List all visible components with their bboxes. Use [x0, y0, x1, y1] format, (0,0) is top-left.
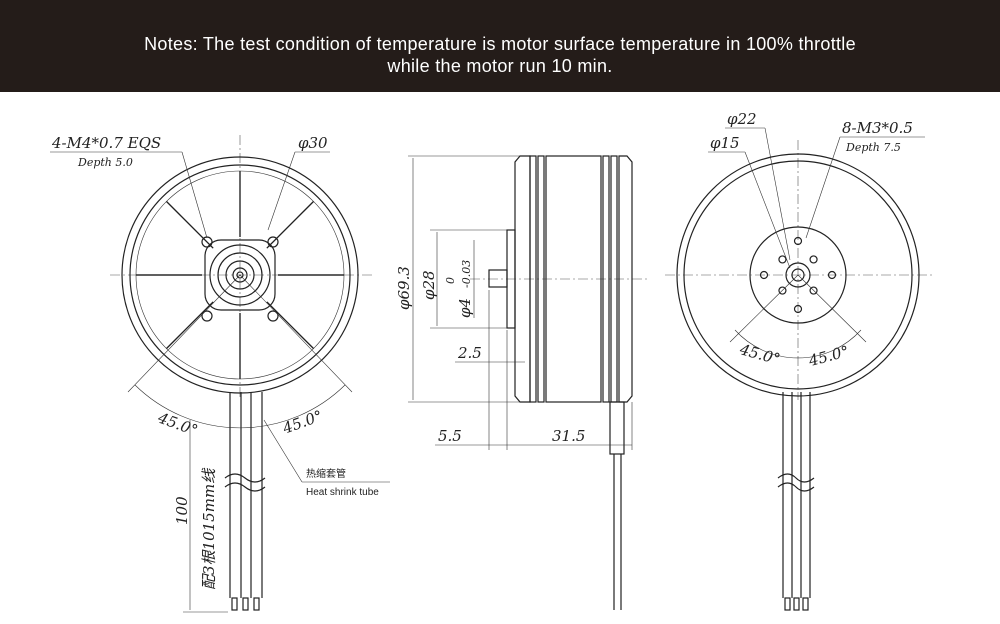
- side-view: φ69.3 φ28 φ4 0 -0.03 2.5 5.5 31.5: [395, 155, 650, 610]
- rear-mount-holes: [759, 236, 837, 314]
- m3-hole: [793, 236, 803, 246]
- rear-view: φ22 φ15 8-M3*0.5 Depth 7.5 45.0° 45.0°: [665, 110, 935, 611]
- notes-line-1: Notes: The test condition of temperature…: [144, 34, 856, 54]
- dim-2-5: 2.5: [457, 344, 482, 362]
- notes-line-2: while the motor run 10 min.: [387, 56, 613, 76]
- angle-left-rear: 45.0°: [737, 340, 782, 368]
- rotor-spokes: [136, 171, 344, 379]
- m3-hole: [778, 286, 787, 295]
- notes-banner: Notes: The test condition of temperature…: [0, 0, 1000, 92]
- lead-wires: [224, 392, 266, 611]
- spoke: [166, 301, 214, 349]
- thread-callout-rear: 8-M3*0.5: [842, 119, 913, 137]
- angle-right-front: 45.0°: [279, 407, 325, 438]
- spoke: [266, 201, 314, 249]
- wire-spec-label: 配3根1015mm线: [200, 467, 218, 590]
- m3-hole: [809, 255, 818, 264]
- thread-depth-front: Depth 5.0: [77, 156, 133, 169]
- angle-right-rear: 45.0°: [806, 342, 851, 370]
- lead-length-label: 100: [173, 496, 191, 525]
- heat-shrink-cn: 热缩套管: [306, 467, 346, 480]
- diameter-outer-label: φ69.3: [395, 266, 413, 310]
- dim-31-5: 31.5: [552, 427, 585, 445]
- diameter-30-label: φ30: [298, 134, 328, 152]
- m3-hole: [809, 286, 818, 295]
- m3-hole: [793, 304, 803, 314]
- dim-5-5: 5.5: [438, 427, 462, 445]
- m3-hole: [827, 270, 837, 280]
- diameter-15-label: φ15: [710, 134, 740, 152]
- thread-callout-front: 4-M4*0.7 EQS: [51, 134, 161, 152]
- angle-left-front: 45.0°: [155, 408, 201, 439]
- spoke: [166, 201, 214, 249]
- heat-shrink-en: Heat shrink tube: [306, 487, 379, 498]
- m3-hole: [759, 270, 769, 280]
- diameter-28-label: φ28: [420, 270, 438, 300]
- front-view: 4-M4*0.7 EQS Depth 5.0 φ30 45.0° 45.0° 热…: [50, 134, 390, 613]
- spoke: [266, 301, 314, 349]
- shaft-diameter-label: φ4: [456, 298, 474, 318]
- m3-hole: [778, 255, 787, 264]
- diameter-22-label: φ22: [727, 110, 757, 128]
- shaft-tol-lower: -0.03: [460, 260, 473, 288]
- thread-depth-rear: Depth 7.5: [845, 141, 901, 154]
- shaft-tol-upper: 0: [444, 277, 457, 284]
